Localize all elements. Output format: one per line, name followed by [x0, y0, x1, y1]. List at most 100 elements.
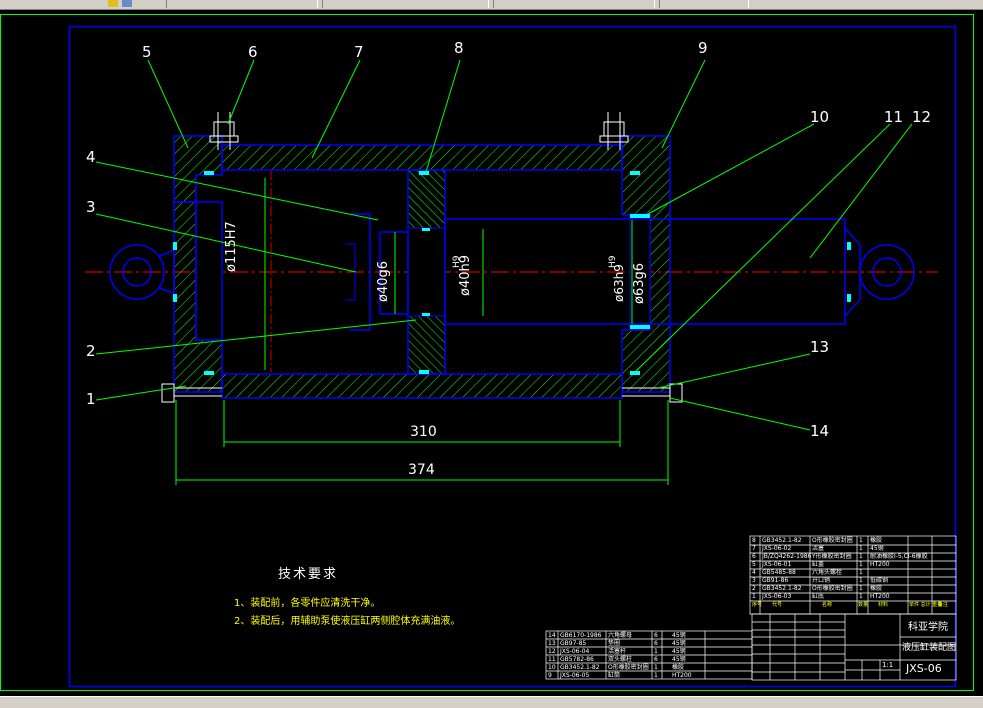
linetype-dropdown[interactable]	[322, 0, 489, 8]
status-strip	[0, 696, 983, 708]
leader-lines	[95, 59, 913, 431]
bom-lower-mat: 橡胶	[672, 664, 685, 671]
bom-lower-mat: 45钢	[672, 648, 686, 655]
bom-lower-name: 六角螺母	[608, 632, 633, 639]
bom-upper-code: JXS-06-01	[762, 561, 792, 568]
callout-7: 7	[354, 43, 364, 61]
bom-lower-mat: 45钢	[672, 656, 686, 663]
cube-icon[interactable]	[122, 0, 132, 7]
bom-upper-no: 4	[752, 569, 756, 576]
title-scale: 1:1	[882, 661, 894, 669]
bom-lower-name: O形橡胶密封圈	[608, 664, 649, 671]
bom-upper-qty: 1	[859, 537, 863, 544]
bom-upper-name: O形橡胶密封圈	[812, 537, 853, 544]
bom-upper-name: 六角头螺栓	[812, 569, 843, 576]
bom-upper-name: Y形橡胶密封圈	[812, 553, 852, 560]
assembly-drawing	[0, 14, 974, 691]
callout-14: 14	[810, 422, 830, 440]
callout-11: 11	[884, 108, 904, 126]
bom-lower-no: 13	[548, 640, 556, 647]
bom-lower-name: 缸筒	[608, 672, 621, 679]
dim-374: 374	[408, 462, 435, 478]
plotstyle-dropdown[interactable]	[659, 0, 749, 8]
bom-lower-no: 14	[548, 632, 556, 639]
outer-frame	[0, 14, 974, 691]
callout-8: 8	[454, 39, 464, 57]
layer-icon[interactable]	[108, 0, 118, 7]
bom-upper-no: 3	[752, 577, 756, 584]
bom-lower-mat: 45钢	[672, 640, 686, 647]
bom-upper-no: 8	[752, 537, 756, 544]
bom-lower-code: GB3452.1-82	[560, 664, 600, 671]
bom-upper-qty: 1	[859, 553, 863, 560]
dim-d63h9: ø63h9	[612, 264, 626, 302]
bom-header-no: 序号	[752, 602, 763, 608]
bom-upper-qty: 1	[859, 545, 863, 552]
bom-lower-no: 10	[548, 664, 556, 671]
inner-frame	[68, 25, 957, 688]
bom-header-qty: 数量	[858, 602, 869, 608]
bom-lower-code: JXS-06-05	[560, 672, 590, 679]
title-drawing: 液压缸装配图	[902, 643, 957, 653]
bom-upper-code: JXS-06-02	[762, 545, 792, 552]
bom-lower-qty: 1	[654, 672, 658, 679]
layer-dropdown[interactable]	[166, 0, 318, 8]
callout-5: 5	[142, 43, 152, 61]
bom-upper-qty: 1	[859, 569, 863, 576]
callout-9: 9	[698, 39, 708, 57]
bom-upper-code: JXS-06-03	[762, 593, 792, 600]
bom-upper-no: 1	[752, 593, 756, 600]
bom-upper-mat: 橡胶	[870, 537, 883, 544]
bom-lower-no: 11	[548, 656, 556, 663]
dimension-lines	[175, 178, 669, 485]
bom-upper-name: 开口销	[812, 577, 831, 584]
bom-lower-qty: 6	[654, 632, 658, 639]
seals	[173, 171, 851, 375]
bom-header-weight: 单件 总计 重量	[909, 602, 943, 608]
dim-d115: ø115H7	[224, 221, 239, 272]
dim-d63: ø63g6	[632, 262, 647, 304]
dim-d40-H9: H9	[452, 255, 462, 269]
bom-lower-code: JXS-06-04	[560, 648, 590, 655]
bom-lower-name: 活塞杆	[608, 648, 627, 655]
title-school: 科亚学院	[908, 622, 948, 633]
bom-upper-no: 5	[752, 561, 756, 568]
bom-lower-code: GB6170-1986	[560, 632, 602, 639]
bom-lower-name: 双头螺柱	[608, 656, 633, 663]
bom-upper-code: GB3452.1-82	[762, 537, 802, 544]
bom-upper-name: 缸底	[812, 593, 825, 600]
bom-upper-qty: 1	[859, 585, 863, 592]
bom-lower-mat: 45钢	[672, 632, 686, 639]
callout-6: 6	[248, 43, 258, 61]
bom-upper-mat: HT200	[870, 593, 890, 600]
notes-line-2: 2、装配后，用辅助泵使液压缸两侧腔体充满油液。	[234, 616, 461, 627]
callout-1: 1	[86, 390, 96, 408]
bom-upper-qty: 1	[859, 561, 863, 568]
drawing-canvas[interactable]: 1 2 3 4 5 6 7 8 9 10 11 12 13 14 ø115H7 …	[0, 10, 983, 696]
bom-lower-qty: 1	[654, 648, 658, 655]
bom-header-name: 名称	[822, 602, 833, 608]
callout-13: 13	[810, 338, 830, 356]
bom-upper-qty: 1	[859, 593, 863, 600]
bom-upper-mat: 低碳钢	[870, 577, 889, 584]
bom-lower-no: 12	[548, 648, 556, 655]
notes-title: 技术要求	[278, 567, 339, 582]
bom-lower-mat: HT200	[672, 672, 692, 679]
bom-upper-mat: 45钢	[870, 545, 884, 552]
bom-header-code: 代号	[772, 602, 783, 608]
title-block	[751, 613, 957, 681]
bom-lower-name: 垫圈	[608, 640, 621, 647]
bom-lower-qty: 6	[654, 640, 658, 647]
bom-lower-qty: 1	[654, 664, 658, 671]
bom-upper-mat: HT200	[870, 561, 890, 568]
toolbar-strip	[0, 0, 983, 10]
bom-lower-qty: 6	[654, 656, 658, 663]
lineweight-dropdown[interactable]	[493, 0, 655, 8]
piston	[407, 169, 446, 375]
cylinder-barrel	[221, 144, 623, 399]
bom-upper-name: 缸盖	[812, 561, 825, 568]
bom-upper-code: GB5485-88	[762, 569, 796, 576]
bom-upper-mat: 耐油橡胶I-5,CI-6橡胶	[870, 553, 928, 560]
bom-lower-code: GB5782-86	[560, 656, 594, 663]
bom-upper-no: 7	[752, 545, 756, 552]
